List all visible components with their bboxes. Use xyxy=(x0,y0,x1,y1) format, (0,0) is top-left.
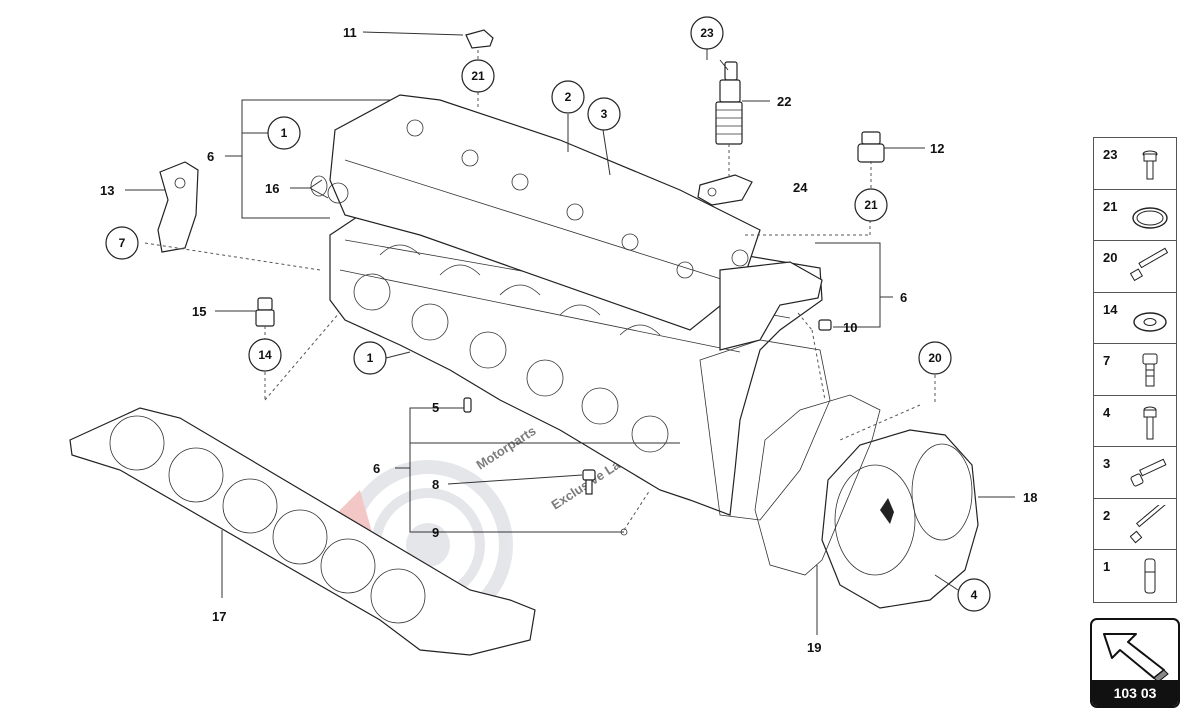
cover-gasket xyxy=(754,394,881,576)
legend-row-23[interactable]: 23 xyxy=(1094,138,1176,190)
legend-row-14[interactable]: 14 xyxy=(1094,293,1176,344)
callout-17[interactable]: 17 xyxy=(212,609,226,624)
legend-row-4[interactable]: 4 xyxy=(1094,396,1176,447)
legend-row-1[interactable]: 1 xyxy=(1094,550,1176,602)
callout-22[interactable]: 22 xyxy=(777,94,791,109)
hex-bolt-icon xyxy=(1143,406,1157,439)
part-15-sleeve xyxy=(255,297,275,327)
legend-row-20[interactable]: 20 xyxy=(1094,241,1176,293)
callout-19[interactable]: 19 xyxy=(807,640,821,655)
legend-label: 14 xyxy=(1103,301,1118,317)
callout-4[interactable]: 4 xyxy=(971,588,978,602)
legend-label: 21 xyxy=(1103,198,1118,214)
callout-16[interactable]: 16 xyxy=(265,181,279,196)
short-bolt-icon xyxy=(1142,353,1158,387)
page-turn-button[interactable]: 103 03 xyxy=(1090,618,1180,708)
callout-8[interactable]: 8 xyxy=(432,477,439,492)
timing-cover xyxy=(821,429,979,609)
legend-row-3[interactable]: 3 xyxy=(1094,447,1176,499)
part-16-orings xyxy=(310,175,349,204)
callout-20[interactable]: 20 xyxy=(928,351,942,365)
part-10-sleeve xyxy=(818,319,832,331)
callout-1-mid[interactable]: 1 xyxy=(367,351,374,365)
page-turn-arrow-icon xyxy=(1103,633,1169,682)
legend-label: 23 xyxy=(1103,147,1118,162)
head-gasket xyxy=(69,407,536,656)
callout-14[interactable]: 14 xyxy=(258,348,272,362)
callout-circles: 21 23 2 3 1 7 21 14 1 20 4 xyxy=(105,16,991,612)
callout-15[interactable]: 15 xyxy=(192,304,206,319)
fastener-legend: 23 21 20 14 7 xyxy=(1093,137,1177,603)
seal-ring-icon xyxy=(1132,206,1168,229)
legend-label: 4 xyxy=(1103,404,1111,420)
callout-7[interactable]: 7 xyxy=(119,236,126,250)
leader-lines xyxy=(125,31,1015,635)
callout-3[interactable]: 3 xyxy=(601,107,608,121)
part-13-bracket xyxy=(157,161,199,253)
legend-label: 3 xyxy=(1103,456,1111,471)
legend-label: 7 xyxy=(1103,353,1111,368)
part-12-plug xyxy=(857,131,885,163)
long-bolt-icon xyxy=(1130,247,1169,282)
part-5-pin xyxy=(463,397,472,413)
legend-label: 20 xyxy=(1103,250,1118,265)
page-code: 103 03 xyxy=(1092,680,1178,706)
washer-icon xyxy=(1133,311,1167,332)
callout-12[interactable]: 12 xyxy=(930,141,944,156)
camshaft-cover xyxy=(329,94,761,331)
angled-bolt-icon xyxy=(1130,458,1167,487)
callout-1-top[interactable]: 1 xyxy=(281,126,288,140)
part-22-sensor xyxy=(715,61,743,145)
callout-21-right[interactable]: 21 xyxy=(864,198,878,212)
part-24-clip xyxy=(697,174,753,206)
part-11-plug xyxy=(465,29,494,49)
legend-label: 1 xyxy=(1103,559,1111,574)
callout-21-top[interactable]: 21 xyxy=(471,69,485,83)
callout-6-top[interactable]: 6 xyxy=(207,149,214,164)
rear-housing xyxy=(699,339,831,521)
legend-label: 2 xyxy=(1103,507,1111,523)
callout-2[interactable]: 2 xyxy=(565,90,572,104)
callout-6-bottom[interactable]: 6 xyxy=(373,461,380,476)
right-end-bracket xyxy=(719,261,823,351)
legend-row-7[interactable]: 7 xyxy=(1094,344,1176,396)
legend-row-2[interactable]: 2 xyxy=(1094,499,1176,550)
callout-24[interactable]: 24 xyxy=(793,180,808,195)
callout-6-right[interactable]: 6 xyxy=(900,290,907,305)
legend-row-21[interactable]: 21 xyxy=(1094,190,1176,241)
watermark-brand: Motorparts xyxy=(473,423,538,473)
stud-icon xyxy=(1130,504,1167,543)
bolt-flange-icon xyxy=(1142,150,1158,180)
callout-labels: 11 22 12 6 16 13 24 6 10 15 5 6 8 9 18 1… xyxy=(100,25,1037,655)
callout-5[interactable]: 5 xyxy=(432,400,439,415)
callout-13[interactable]: 13 xyxy=(100,183,114,198)
callout-18[interactable]: 18 xyxy=(1023,490,1037,505)
callout-10[interactable]: 10 xyxy=(843,320,857,335)
part-8-bolt xyxy=(582,469,596,495)
dowel-sleeve-icon xyxy=(1144,558,1156,594)
callout-23[interactable]: 23 xyxy=(700,26,714,40)
callout-9[interactable]: 9 xyxy=(432,525,439,540)
callout-11[interactable]: 11 xyxy=(343,25,357,40)
